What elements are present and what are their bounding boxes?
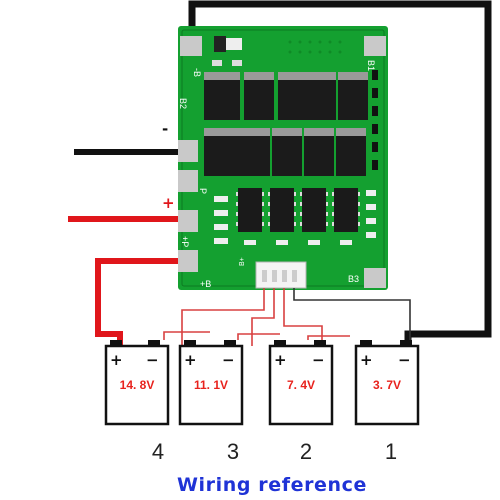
label-b1: B1 [366,60,376,71]
label-b-plus-small: B+ [239,257,246,266]
b1-to-battery1-negative-wire [188,0,492,346]
balance-connector [255,261,307,289]
battery-1: + − 3. 7V [354,340,420,426]
label-b3: B3 [348,274,359,284]
caption: Wiring reference [177,474,367,496]
battery-1-plus: + [360,351,373,369]
label-plus-p: +P [180,236,190,247]
output-plus-sign: + [162,194,175,212]
label-b2: B2 [178,98,188,109]
mosfet-row-top [204,72,368,120]
label-b-minus: -B [192,68,202,77]
pad-b3 [364,268,386,288]
mosfet-row-bottom [204,128,366,176]
pad-plus-p [178,210,198,232]
pad-minus-p [178,140,198,162]
battery-plus-wire [95,258,182,346]
battery-4: + − 14. 8V [104,340,170,426]
battery-2-minus: − [312,351,325,369]
battery-2-number: 2 [300,439,312,464]
battery-1-voltage: 3. 7V [373,378,401,392]
battery-2: + − 7. 4V [268,340,334,426]
label-p: P [198,188,208,194]
balance-wires [163,288,411,346]
battery-2-plus: + [274,351,287,369]
battery-4-plus: + [110,351,123,369]
control-ic-area [214,188,376,245]
bms-board: -B B1 B2 P -P +P +B B+ B3 [178,26,388,290]
pad-plus-b [178,250,198,272]
battery-4-minus: − [146,351,159,369]
battery-4-number: 4 [152,439,164,464]
battery-3-plus: + [184,351,197,369]
battery-3-minus: − [222,351,235,369]
pad-b1 [364,36,386,56]
battery-3-voltage: 11. 1V [194,378,228,392]
battery-4-voltage: 14. 8V [120,378,155,392]
output-minus-sign: - [162,120,168,138]
battery-1-number: 1 [385,439,397,464]
label-plus-b: +B [200,279,211,289]
battery-1-minus: − [398,351,411,369]
battery-2-voltage: 7. 4V [287,378,315,392]
pad-p [178,170,198,192]
pad-b-minus [180,36,202,56]
battery-3-number: 3 [227,439,239,464]
battery-3: + − 11. 1V [178,340,244,426]
